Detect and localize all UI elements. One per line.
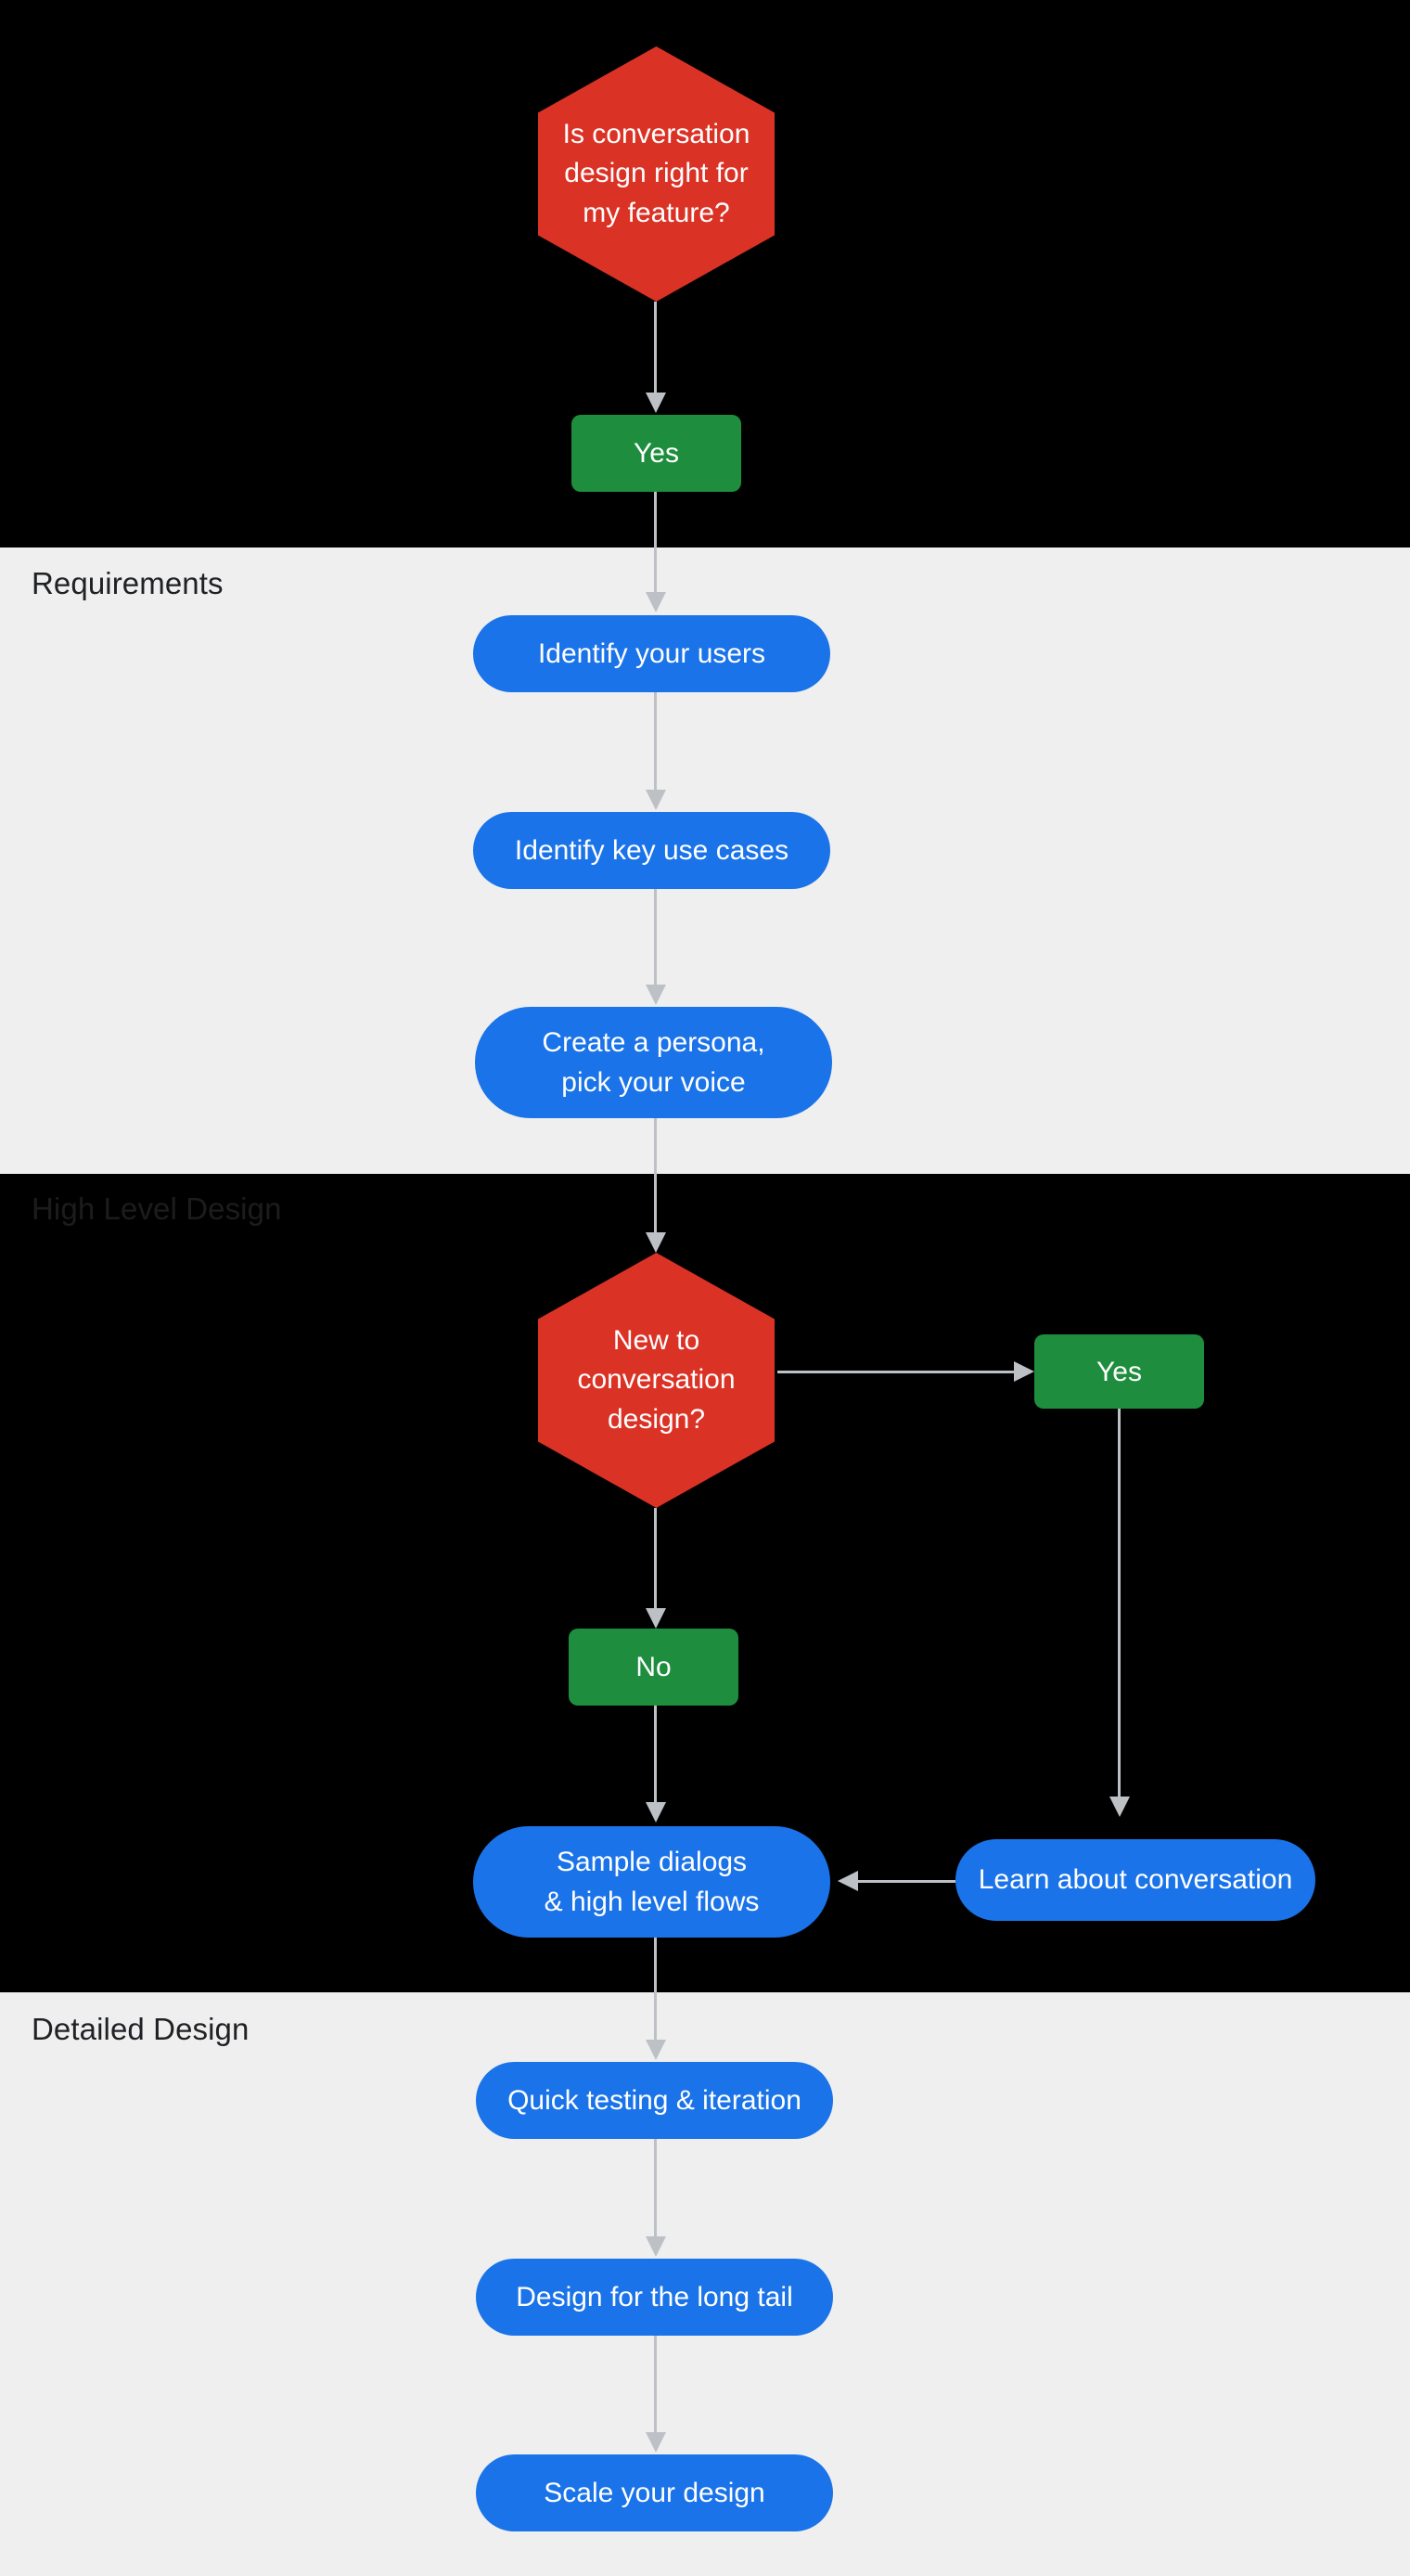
step-node-label: Scale your design <box>544 2477 765 2508</box>
decision-node-label: New to conversation design? <box>577 1324 736 1435</box>
branch-node-label: No <box>635 1652 672 1682</box>
step-node-label: Learn about conversation <box>978 1864 1293 1896</box>
step-node-label: Identify key use cases <box>514 834 789 866</box>
branch-node-no-2[interactable]: No <box>569 1629 738 1706</box>
step-node-scale-your-design[interactable]: Scale your design <box>476 2454 833 2531</box>
branch-node-label: Yes <box>1096 1356 1142 1387</box>
branch-node-yes-1[interactable]: Yes <box>571 415 741 492</box>
step-node-quick-testing-and-iteration[interactable]: Quick testing & iteration <box>476 2062 833 2139</box>
step-node-label: Sample dialogs & high level flows <box>544 1846 760 1918</box>
step-node-label: Design for the long tail <box>516 2281 793 2312</box>
step-node-learn-about-conversation[interactable]: Learn about conversation <box>955 1839 1315 1921</box>
step-node-identify-your-users[interactable]: Identify your users <box>473 615 830 692</box>
decision-node-label: Is conversation design right for my feat… <box>562 118 750 228</box>
step-node-label: Quick testing & iteration <box>507 2084 801 2116</box>
step-node-label: Identify your users <box>537 638 766 669</box>
band-label-detailed-design: Detailed Design <box>32 2012 250 2046</box>
band-label-high-level-design: High Level Design <box>32 1191 282 1226</box>
step-node-create-a-persona[interactable]: Create a persona, pick your voice <box>475 1007 832 1118</box>
step-node-identify-key-use-cases[interactable]: Identify key use cases <box>473 812 830 889</box>
step-node-sample-dialogs-and-high-level-flows[interactable]: Sample dialogs & high level flows <box>473 1826 830 1938</box>
branch-node-label: Yes <box>634 438 679 469</box>
band-label-requirements: Requirements <box>32 566 224 600</box>
step-node-label: Create a persona, pick your voice <box>542 1026 765 1099</box>
step-node-design-for-the-long-tail[interactable]: Design for the long tail <box>476 2259 833 2336</box>
branch-node-yes-2[interactable]: Yes <box>1034 1334 1204 1409</box>
